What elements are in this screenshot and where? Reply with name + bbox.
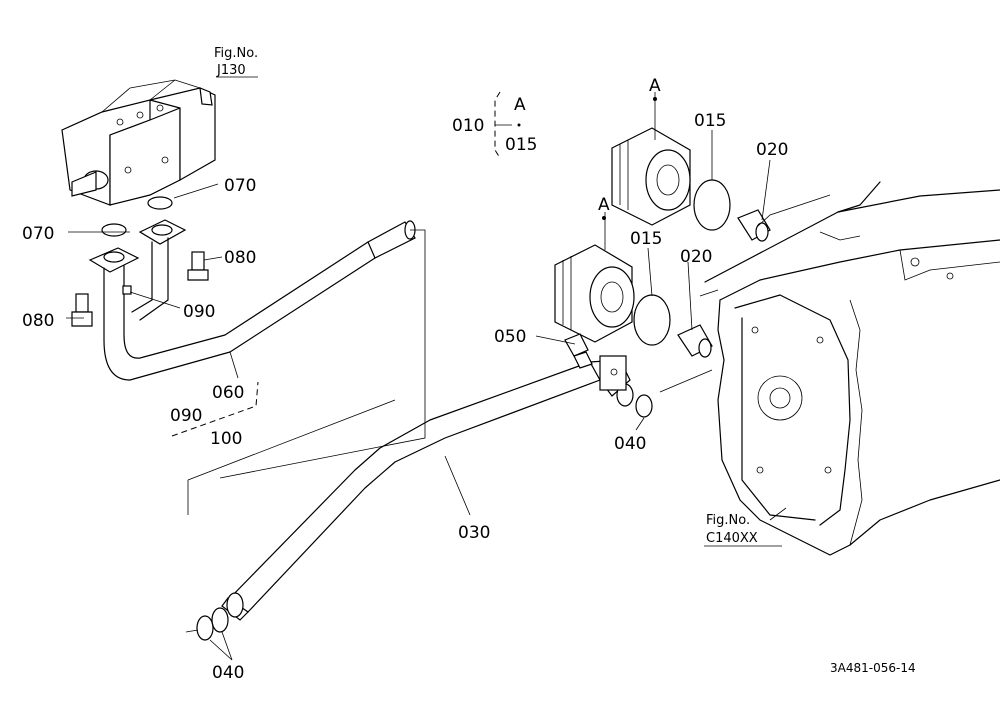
callout-080-left: 080 [22, 311, 54, 331]
callout-090-group: 090 [170, 406, 202, 426]
group-bracket [494, 91, 501, 159]
callout-040-bottom: 040 [212, 663, 244, 683]
o-ring-icon [633, 294, 671, 346]
callout-100: 100 [210, 429, 242, 449]
pump-fig-no-label: Fig.No. [214, 46, 258, 61]
group-dot-icon [517, 123, 521, 127]
callout-a-lower: A [598, 195, 610, 215]
group-bracket [171, 381, 259, 437]
callout-090: 090 [183, 302, 215, 322]
oil-filter-icon [611, 127, 691, 226]
filter-adapter-icon [677, 209, 771, 358]
transmission-case-icon [704, 181, 1000, 556]
callout-020-lower: 020 [680, 247, 712, 267]
callout-030: 030 [458, 523, 490, 543]
callout-070-right: 070 [224, 176, 256, 196]
o-ring-icon [147, 196, 173, 210]
callout-040-right: 040 [614, 434, 646, 454]
callout-015-lower: 015 [630, 229, 662, 249]
callout-group-a: A [514, 95, 526, 115]
case-fig-no-label: Fig.No. [706, 513, 750, 528]
callout-010: 010 [452, 116, 484, 136]
leader-lines [66, 76, 831, 661]
callout-a-upper: A [649, 76, 661, 96]
o-ring-icon [693, 179, 731, 231]
bolt-icon [71, 251, 209, 327]
oil-filter-icon [554, 244, 635, 343]
callout-080-right: 080 [224, 248, 256, 268]
o-ring-icon [196, 615, 214, 641]
callout-070-left: 070 [22, 224, 54, 244]
pump-pipe-icon [88, 219, 416, 381]
drawing-number: 3A481-056-14 [830, 661, 916, 675]
callout-050: 050 [494, 327, 526, 347]
callout-group-015: 015 [505, 135, 537, 155]
o-ring-icon [211, 607, 229, 633]
o-ring-icon [635, 394, 653, 418]
callout-020-upper: 020 [756, 140, 788, 160]
callout-015-upper: 015 [694, 111, 726, 131]
o-ring-icon [101, 223, 127, 237]
pump-fig-code: J130 [216, 63, 246, 78]
callout-060: 060 [212, 383, 244, 403]
hydraulic-pump-icon [61, 79, 216, 206]
case-fig-code: C140XX [706, 531, 758, 546]
marker-dot-icon [653, 97, 657, 101]
suction-pipe-icon [221, 333, 634, 621]
marker-dot-icon [602, 216, 606, 220]
